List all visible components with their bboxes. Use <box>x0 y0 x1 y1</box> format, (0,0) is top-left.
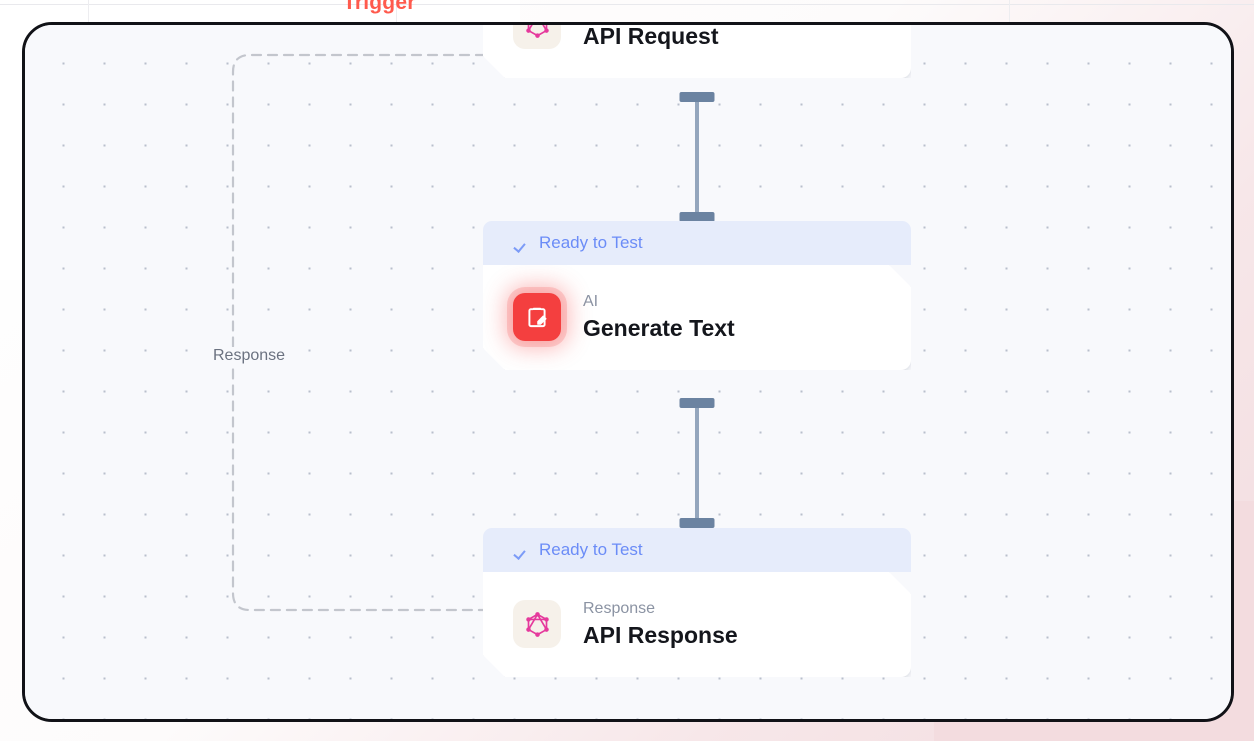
node-generate-text-body[interactable]: AI Generate Text <box>483 265 911 370</box>
node-api-request[interactable]: Interface API Request <box>483 22 911 78</box>
node-generate-text[interactable]: Ready to Test AI Generate Text <box>483 221 911 370</box>
node-api-request-body[interactable]: Interface API Request <box>483 22 911 78</box>
node-title: API Response <box>583 622 738 649</box>
check-icon <box>515 236 530 251</box>
node-title: API Request <box>583 23 719 50</box>
check-icon <box>515 543 530 558</box>
node-generate-text-text: AI Generate Text <box>583 292 735 343</box>
connector-wire <box>695 92 699 222</box>
clipboard-pencil-icon <box>513 293 561 341</box>
node-api-response-text: Response API Response <box>583 599 738 650</box>
connector-handle-top[interactable] <box>679 92 715 102</box>
connector-request-to-generate[interactable] <box>677 92 717 222</box>
node-api-response-body[interactable]: Response API Response <box>483 572 911 677</box>
node-api-request-text: Interface API Request <box>583 22 718 51</box>
connector-generate-to-response[interactable] <box>677 398 717 528</box>
trigger-label: Trigger <box>343 0 416 14</box>
page-divider-vertical-3 <box>1009 0 1010 34</box>
connector-handle-top[interactable] <box>679 398 715 408</box>
page-divider-horizontal <box>0 4 1254 5</box>
node-kicker: AI <box>583 293 599 310</box>
feedback-loop-label: Response <box>206 347 293 365</box>
graphql-icon <box>513 22 561 49</box>
device-frame: Response <box>22 22 1234 722</box>
node-title: Generate Text <box>583 315 735 342</box>
connector-wire <box>695 398 699 528</box>
graphql-icon <box>513 600 561 648</box>
status-badge-api-response: Ready to Test <box>483 528 911 572</box>
page-divider-vertical-2 <box>396 0 397 34</box>
status-badge-generate-text: Ready to Test <box>483 221 911 265</box>
flow-canvas[interactable]: Response <box>25 25 1231 719</box>
status-label: Ready to Test <box>539 540 643 559</box>
node-api-response[interactable]: Ready to Test <box>483 528 911 677</box>
node-kicker: Response <box>583 600 656 617</box>
connector-handle-bottom[interactable] <box>679 518 715 528</box>
page-divider-vertical-1 <box>88 0 89 34</box>
status-label: Ready to Test <box>539 233 643 252</box>
